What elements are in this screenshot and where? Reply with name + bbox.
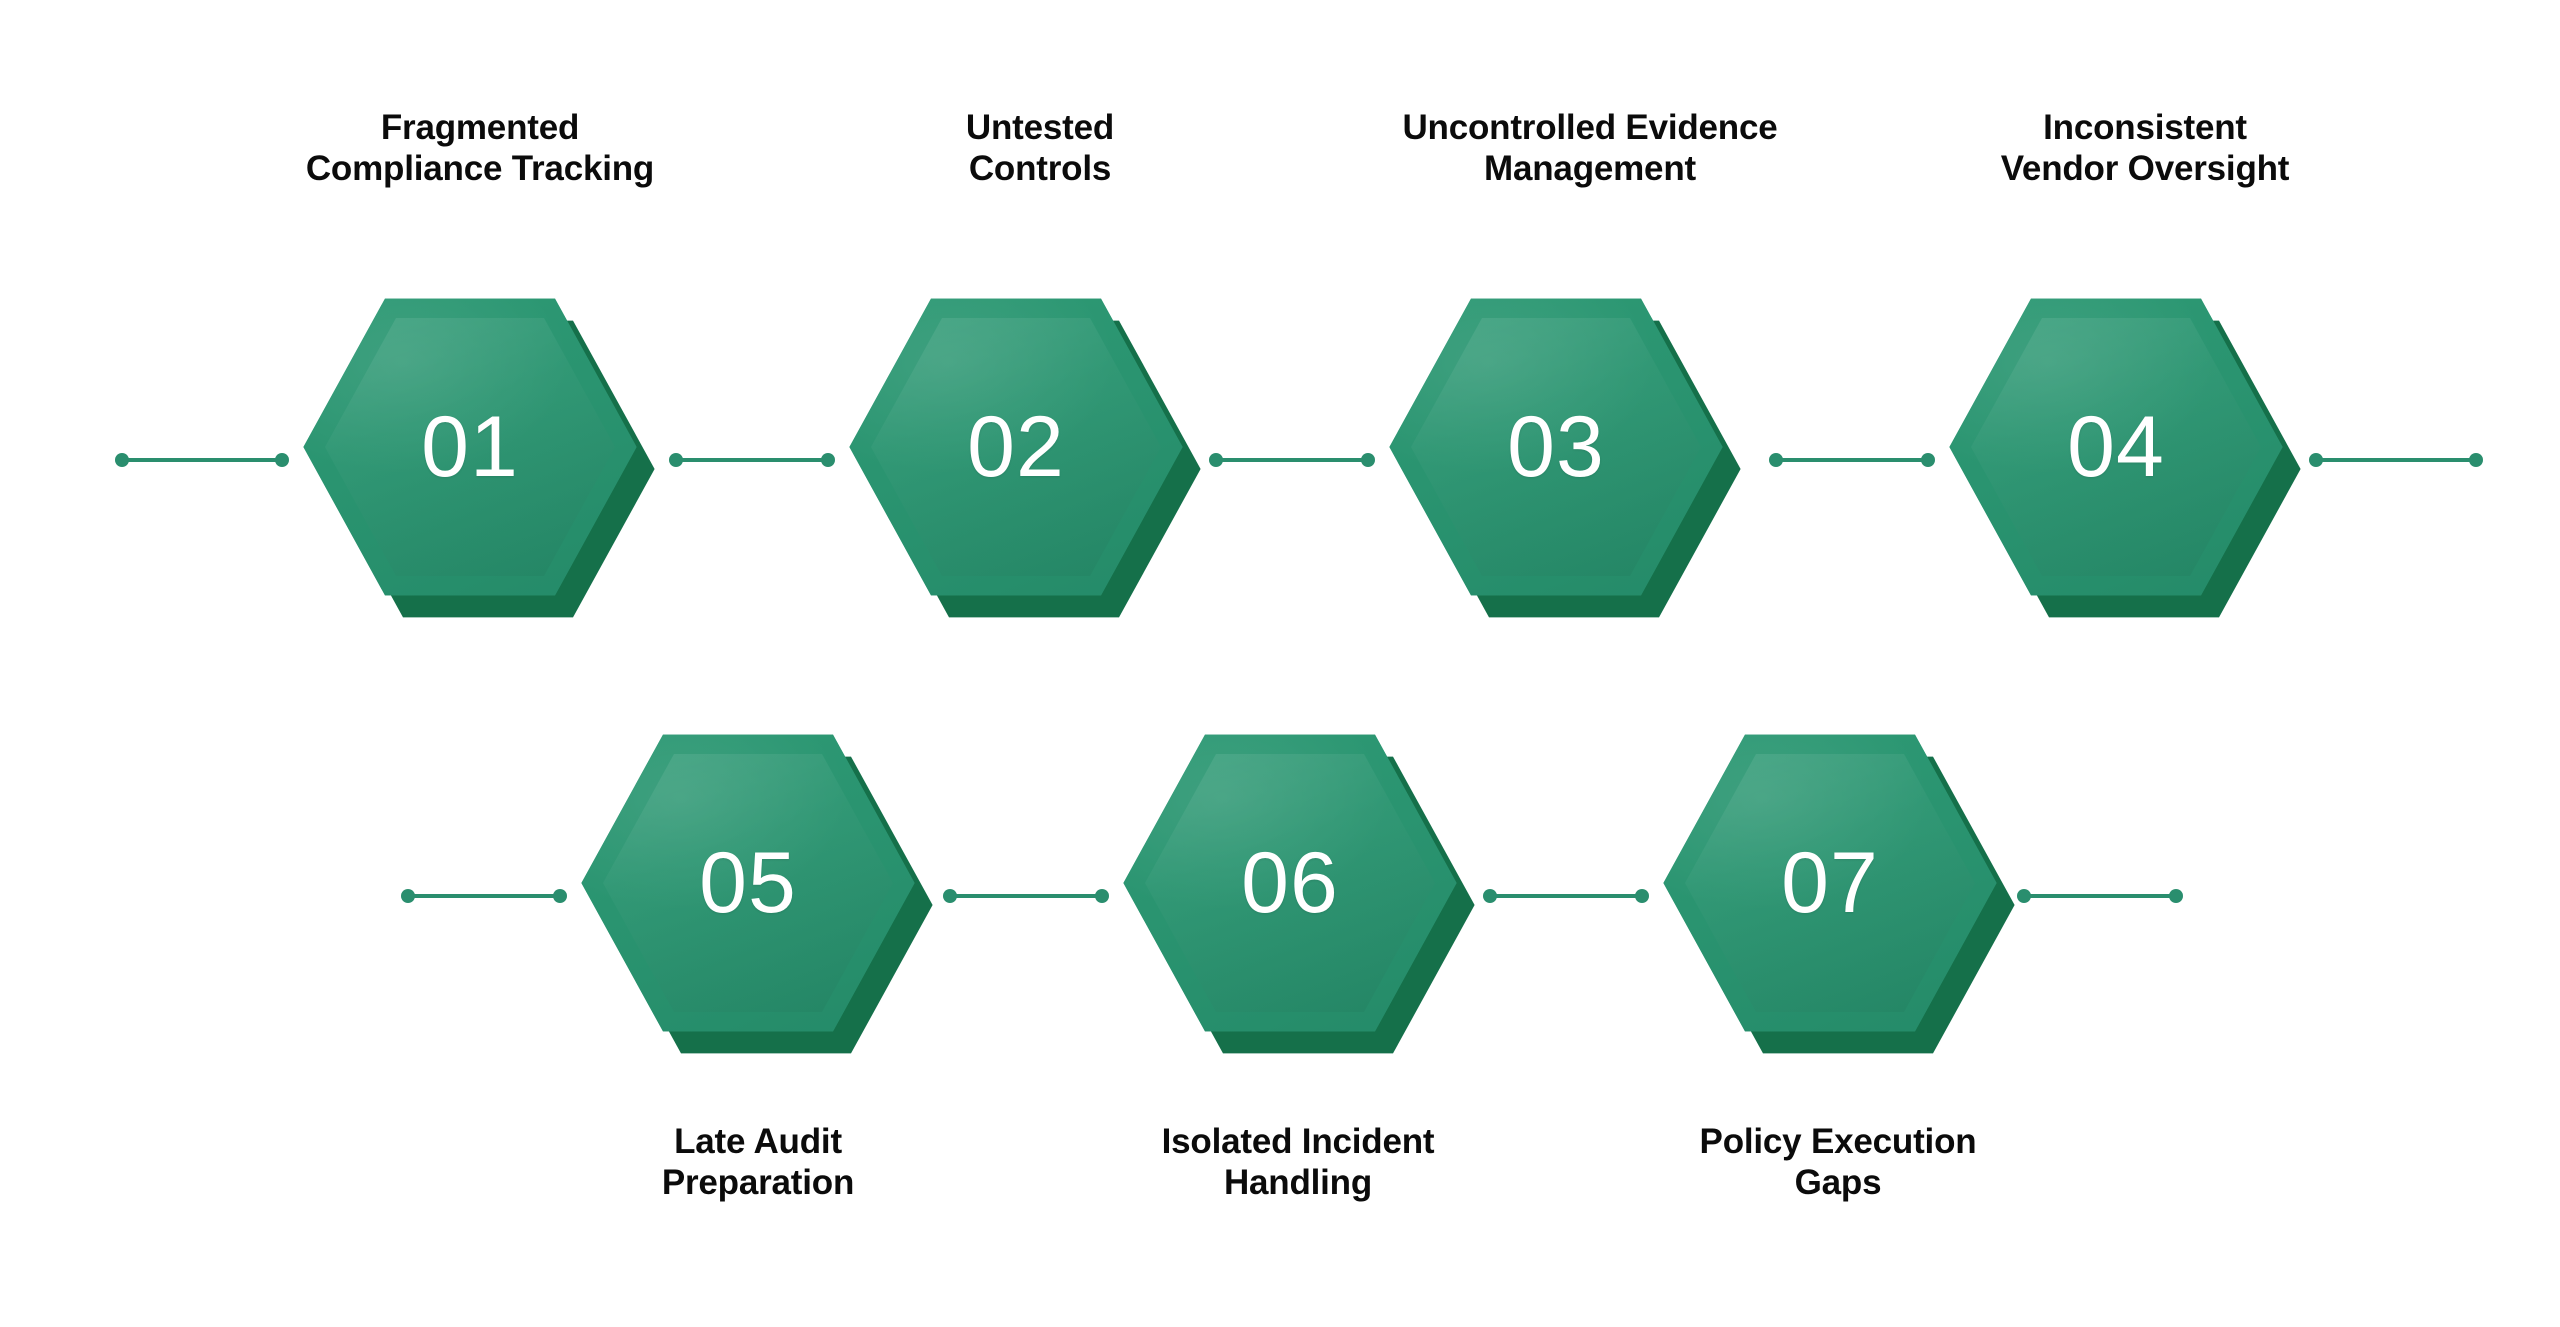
step-number-04: 04 <box>2067 399 2165 495</box>
connector-dot-end <box>1361 453 1375 467</box>
connector-line <box>2020 894 2180 898</box>
step-label-02: Untested Controls <box>965 108 1115 188</box>
step-label-04: Inconsistent Vendor Oversight <box>2000 108 2290 188</box>
connector-lead-in-row1 <box>115 452 289 468</box>
step-node-05[interactable]: 05 <box>572 724 944 1072</box>
connector-line <box>1212 458 1372 462</box>
hexagon-face: 07 <box>1660 730 2000 1036</box>
step-node-01[interactable]: 01 <box>294 288 666 636</box>
step-number-06: 06 <box>1241 835 1339 931</box>
connector-05-06 <box>943 888 1109 904</box>
connector-dot-start <box>115 453 129 467</box>
hexagon-bevel <box>1410 317 1702 577</box>
connector-dot-start <box>401 889 415 903</box>
hexagon-face: 04 <box>1946 294 2286 600</box>
connector-line <box>118 458 286 462</box>
step-node-04[interactable]: 04 <box>1940 288 2312 636</box>
step-number-01: 01 <box>421 399 519 495</box>
step-node-02[interactable]: 02 <box>840 288 1212 636</box>
step-label-03: Uncontrolled Evidence Management <box>1402 108 1778 188</box>
step-node-07[interactable]: 07 <box>1654 724 2026 1072</box>
connector-dot-end <box>275 453 289 467</box>
hexagon-bevel <box>324 317 616 577</box>
hexagon-face: 03 <box>1386 294 1726 600</box>
step-number-03: 03 <box>1507 399 1605 495</box>
connector-dot-end <box>821 453 835 467</box>
connector-lead-out-row1 <box>2309 452 2483 468</box>
hexagon-face: 05 <box>578 730 918 1036</box>
step-node-06[interactable]: 06 <box>1114 724 1486 1072</box>
step-number-05: 05 <box>699 835 797 931</box>
step-label-01: Fragmented Compliance Tracking <box>305 108 655 188</box>
connector-dot-end <box>553 889 567 903</box>
connector-dot-start <box>943 889 957 903</box>
hexagon-bevel <box>1144 753 1436 1013</box>
connector-line <box>404 894 564 898</box>
hexagon-bevel <box>1970 317 2262 577</box>
connector-dot-end <box>1921 453 1935 467</box>
connector-dot-start <box>669 453 683 467</box>
hexagon-bevel <box>1684 753 1976 1013</box>
hexagon-bevel <box>602 753 894 1013</box>
connector-01-02 <box>669 452 835 468</box>
step-number-02: 02 <box>967 399 1065 495</box>
connector-06-07 <box>1483 888 1649 904</box>
connector-dot-start <box>1769 453 1783 467</box>
step-number-07: 07 <box>1781 835 1879 931</box>
connector-lead-in-row2 <box>401 888 567 904</box>
hexagon-face: 01 <box>300 294 640 600</box>
hexagon-face: 06 <box>1120 730 1460 1036</box>
connector-dot-end <box>2469 453 2483 467</box>
connector-dot-end <box>1095 889 1109 903</box>
connector-dot-end <box>1635 889 1649 903</box>
connector-03-04 <box>1769 452 1935 468</box>
connector-dot-end <box>2169 889 2183 903</box>
step-label-06: Isolated Incident Handling <box>1161 1122 1435 1202</box>
hexagon-face: 02 <box>846 294 1186 600</box>
connector-line <box>946 894 1106 898</box>
connector-line <box>672 458 832 462</box>
connector-line <box>1772 458 1932 462</box>
step-node-03[interactable]: 03 <box>1380 288 1752 636</box>
connector-line <box>2312 458 2480 462</box>
connector-lead-out-row2 <box>2017 888 2183 904</box>
connector-02-03 <box>1209 452 1375 468</box>
connector-line <box>1486 894 1646 898</box>
step-label-05: Late Audit Preparation <box>661 1122 855 1202</box>
hexagon-bevel <box>870 317 1162 577</box>
step-label-07: Policy Execution Gaps <box>1699 1122 1977 1202</box>
